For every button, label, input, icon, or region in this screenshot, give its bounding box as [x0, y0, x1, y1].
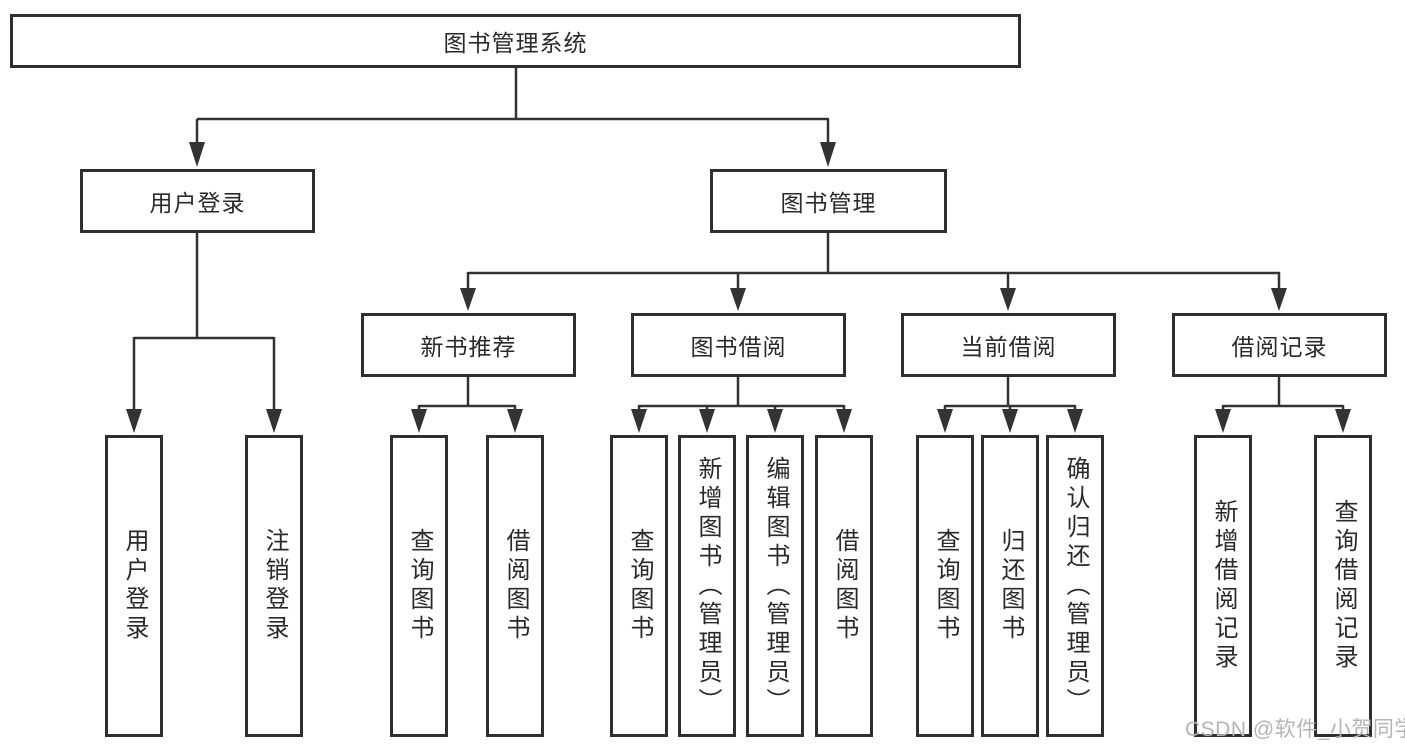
connector-borrow-record-to-leaves — [1215, 377, 1351, 433]
node-new-book-recommend: 新书推荐 — [361, 313, 576, 377]
leaf-edit-book-admin: 编辑图书（管理员） — [746, 435, 804, 737]
node-book-management: 图书管理 — [710, 169, 947, 233]
node-book-borrow-label: 图书借阅 — [690, 334, 787, 360]
node-book-management-label: 图书管理 — [780, 190, 877, 216]
leaf-query-borrow-record: 查询借阅记录 — [1314, 435, 1372, 737]
connector-root-to-level2 — [189, 68, 836, 167]
leaf-borrow-book-recommend-label: 借阅图书 — [502, 528, 529, 644]
connector-new-book-rec-to-leaves — [411, 377, 523, 433]
leaf-add-book-admin: 新增图书（管理员） — [678, 435, 736, 737]
connector-book-mgmt-to-level3 — [460, 233, 1287, 311]
node-user-login-label: 用户登录 — [149, 190, 246, 216]
leaf-query-book-borrow: 查询图书 — [610, 435, 668, 737]
leaf-return-book-label: 归还图书 — [997, 528, 1024, 644]
leaf-user-login-label: 用户登录 — [121, 528, 148, 644]
node-borrow-record: 借阅记录 — [1172, 313, 1387, 377]
leaf-add-borrow-record-label: 新增借阅记录 — [1210, 499, 1237, 673]
node-current-borrow-label: 当前借阅 — [960, 334, 1057, 360]
node-book-borrow: 图书借阅 — [631, 313, 846, 377]
leaf-query-book-recommend: 查询图书 — [390, 435, 448, 737]
leaf-query-book-current: 查询图书 — [916, 435, 974, 737]
leaf-logout-label: 注销登录 — [261, 528, 288, 644]
node-borrow-record-label: 借阅记录 — [1231, 334, 1328, 360]
leaf-query-book-current-label: 查询图书 — [932, 528, 959, 644]
leaf-user-login: 用户登录 — [105, 435, 163, 737]
connector-book-borrow-to-leaves — [631, 377, 852, 433]
leaf-query-borrow-record-label: 查询借阅记录 — [1330, 499, 1357, 673]
node-root-label: 图书管理系统 — [443, 30, 588, 56]
connector-user-login-to-leaves — [126, 233, 282, 433]
node-root: 图书管理系统 — [10, 14, 1021, 68]
node-user-login: 用户登录 — [80, 169, 315, 233]
leaf-query-book-recommend-label: 查询图书 — [406, 528, 433, 644]
leaf-borrow-book: 借阅图书 — [815, 435, 873, 737]
connector-current-borrow-to-leaves — [937, 377, 1083, 433]
node-new-book-recommend-label: 新书推荐 — [420, 334, 517, 360]
watermark-text: CSDN @软件_小贺同学 — [1185, 718, 1405, 741]
leaf-confirm-return-admin: 确认归还（管理员） — [1046, 435, 1104, 737]
leaf-borrow-book-label: 借阅图书 — [831, 528, 858, 644]
leaf-logout: 注销登录 — [245, 435, 303, 737]
leaf-confirm-return-admin-label: 确认归还（管理员） — [1062, 455, 1089, 717]
leaf-add-book-admin-label: 新增图书（管理员） — [694, 455, 721, 717]
node-current-borrow: 当前借阅 — [901, 313, 1116, 377]
leaf-edit-book-admin-label: 编辑图书（管理员） — [762, 455, 789, 717]
leaf-borrow-book-recommend: 借阅图书 — [486, 435, 544, 737]
leaf-return-book: 归还图书 — [981, 435, 1039, 737]
leaf-add-borrow-record: 新增借阅记录 — [1194, 435, 1252, 737]
leaf-query-book-borrow-label: 查询图书 — [626, 528, 653, 644]
